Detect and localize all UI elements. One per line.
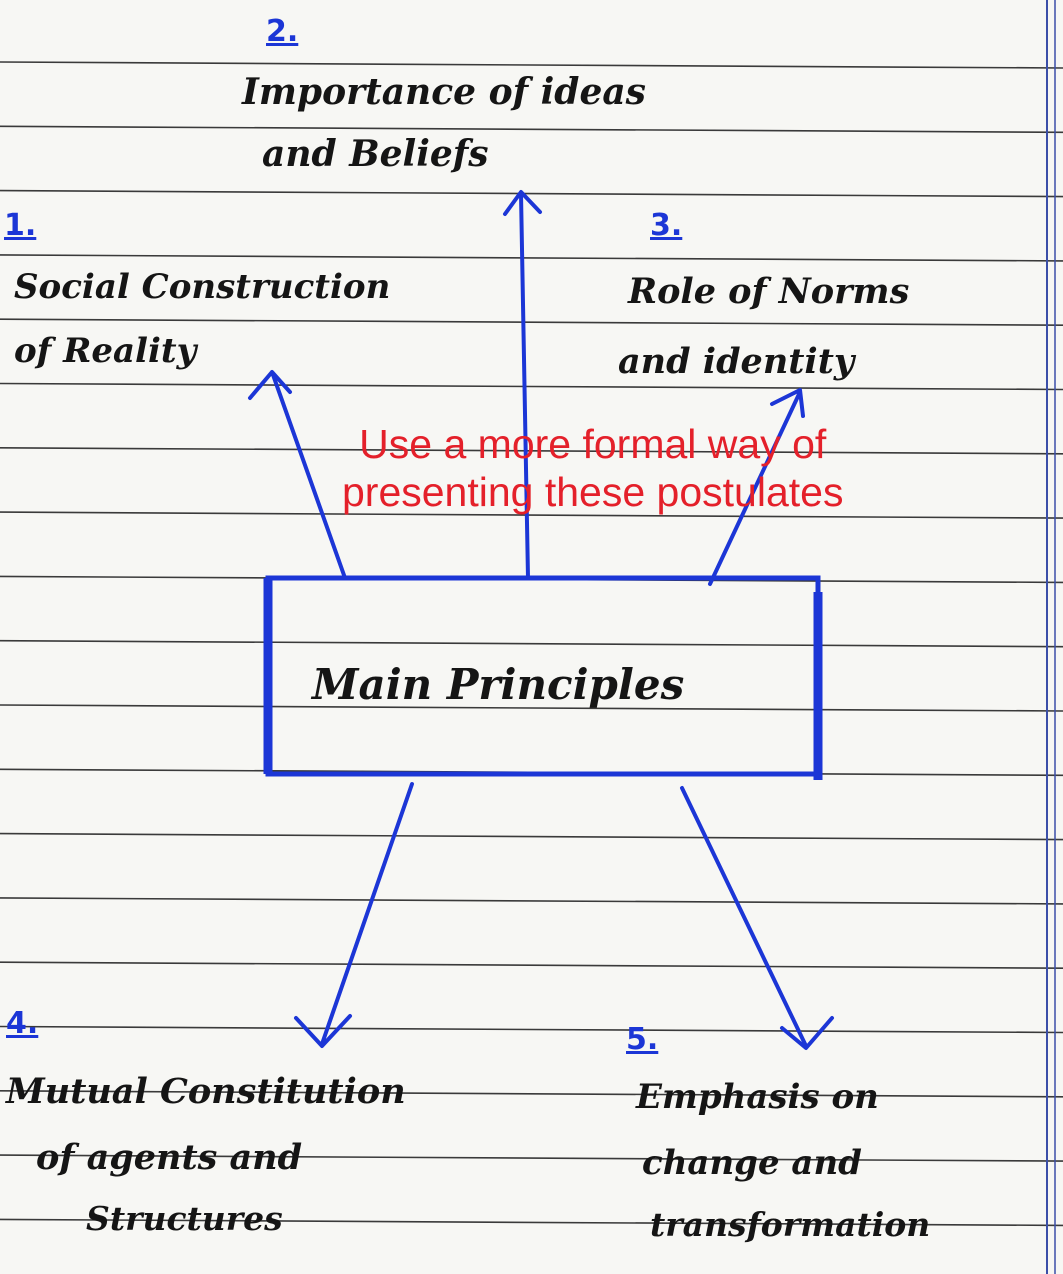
ruled-line [0,254,1063,262]
principle-3-line-2: and identity [618,341,855,382]
ruled-line [0,125,1063,134]
principle-4-line-2: of agents and [36,1137,303,1178]
review-comment-line-1: Use a more formal way of [359,421,827,467]
ruled-line [0,639,1063,648]
ruled-line [0,447,1063,455]
principle-5-line-3: transformation [650,1205,931,1244]
ruled-line [0,511,1063,519]
principle-4-line-3: Structures [86,1199,283,1238]
ruled-line [0,61,1063,69]
principle-1-line-2: of Reality [14,331,197,371]
principle-2-line-2: and Beliefs [262,133,489,175]
ruled-line [0,897,1063,905]
ruled-line [0,704,1063,712]
principle-4-number: 4. [6,1006,39,1041]
ruled-line [0,1090,1063,1098]
arrow-to-principle-3 [708,388,805,586]
arrow-to-principle-2 [503,190,542,580]
principle-3-line-1: Role of Norms [628,271,910,312]
principle-2-number: 2. [266,14,299,49]
principle-5-line-2: change and [642,1143,862,1183]
principle-2-line-1: Importance of ideas [242,71,646,113]
principle-4-line-1: Mutual Constitution [6,1071,406,1112]
ruled-line [0,189,1063,198]
ruled-line [0,1218,1063,1227]
ruled-line [0,832,1063,841]
ruled-line [0,1025,1063,1034]
ruled-lines [0,61,1063,1227]
ruled-line [0,318,1063,326]
ruled-line [0,382,1063,391]
principle-1-number: 1. [4,208,37,243]
ruled-line [0,961,1063,969]
ruled-line [0,1154,1063,1162]
principle-3-number: 3. [650,208,683,243]
review-comment-line-2: presenting these postulates [342,469,844,515]
principle-1-line-1: Social Construction [14,267,391,307]
arrow-to-principle-1 [248,370,347,580]
review-comment: Use a more formal way of presenting thes… [342,420,843,516]
principle-5-number: 5. [626,1022,659,1057]
arrow-to-principle-4 [294,782,414,1048]
principle-5-line-1: Emphasis on [636,1077,879,1117]
arrow-to-principle-5 [680,786,834,1050]
main-principles-label: Main Principles [312,660,685,709]
